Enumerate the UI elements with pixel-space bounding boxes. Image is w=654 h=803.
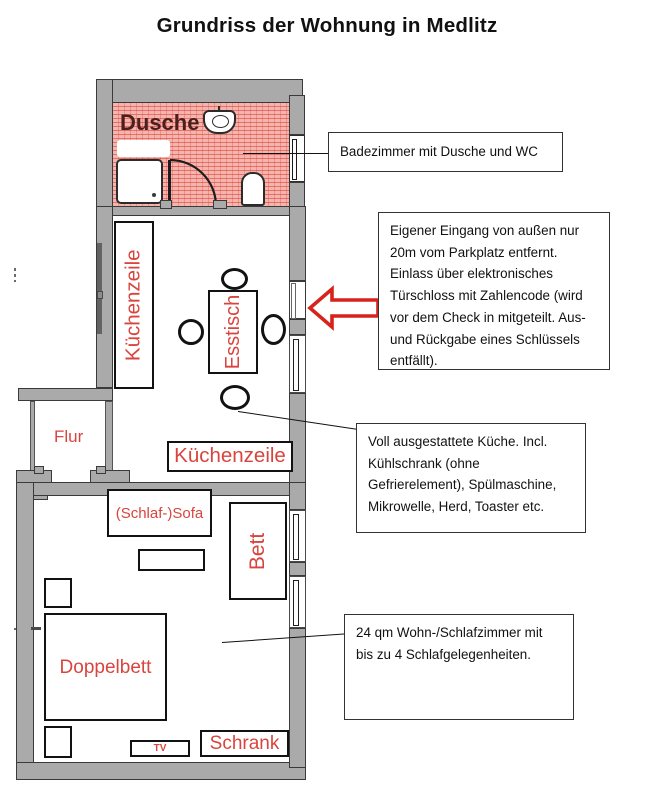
- furniture-nightstand-lower: [44, 726, 72, 758]
- chair-east: [261, 314, 286, 345]
- chair-west: [178, 319, 204, 345]
- furniture-single-bed: Bett: [229, 502, 287, 600]
- wall-kitchen-right-stub: [289, 319, 306, 335]
- furniture-label-bett: Bett: [246, 532, 270, 570]
- callout-entrance-line: Einlass über elektronisches: [390, 266, 554, 282]
- wall-mainroom-left: [16, 482, 34, 780]
- chair-south: [220, 385, 250, 410]
- furniture-dining-table: Esstisch: [208, 290, 258, 374]
- dimension-tick: [14, 280, 16, 282]
- callout-kitchen: Voll ausgestattete Küche. Incl. Kühlschr…: [356, 423, 586, 533]
- bathroom-door-leaf: [168, 160, 171, 206]
- shower-tray: [116, 159, 163, 204]
- furniture-kitchen-counter-horizontal: Küchenzeile: [167, 441, 293, 472]
- furniture-tv-unit: TV: [130, 740, 190, 757]
- leader-line-living: [221, 633, 346, 644]
- callout-entrance: Eigener Eingang von außen nur 20m vom Pa…: [378, 212, 610, 370]
- dimension-tick: [14, 628, 17, 630]
- bathroom-door-swing-arc: [169, 158, 218, 207]
- furniture-label-tv: TV: [153, 742, 167, 754]
- furniture-wardrobe: Schrank: [200, 730, 289, 757]
- callout-entrance-line: entfällt).: [390, 353, 438, 369]
- wall-hallway-door-jamb-right: [96, 466, 106, 474]
- wall-hallway-left: [30, 401, 35, 475]
- page-title: Grundriss der Wohnung in Medlitz: [156, 14, 498, 37]
- callout-bathroom: Badezimmer mit Dusche und WC: [328, 132, 563, 172]
- shower-label-plate: [117, 140, 170, 157]
- callout-kitchen-line: Mikrowelle, Herd, Toaster etc.: [368, 499, 545, 515]
- furniture-label-kuechenzeile-horizontal: Küchenzeile: [174, 444, 286, 468]
- chair-north: [221, 268, 248, 290]
- room-label-flur: Flur: [54, 427, 84, 446]
- furniture-nightstand-upper: [44, 578, 72, 608]
- room-label-dusche: Dusche: [120, 110, 200, 135]
- dimension-tick: [14, 268, 16, 271]
- furniture-sofa-bed: (Schlaf-)Sofa: [107, 489, 212, 537]
- wall-mainroom-right-upper: [289, 482, 306, 510]
- furniture-label-schrank: Schrank: [209, 733, 280, 754]
- furniture-label-doppelbett: Doppelbett: [59, 656, 152, 678]
- callout-living-line: bis zu 4 Schlafgelegenheiten.: [356, 646, 531, 662]
- wall-hallway-door-jamb-left: [34, 466, 44, 474]
- wall-kitchen-right-upper: [289, 206, 306, 281]
- wall-kitchen-right-lower: [289, 393, 306, 487]
- dining-window-glass: [293, 339, 299, 391]
- wall-mainroom-bottom: [16, 762, 306, 780]
- kitchen-left-window: [97, 243, 102, 291]
- wall-bathroom-left: [96, 79, 113, 213]
- callout-living-line: 24 qm Wohn-/Schlafzimmer mit: [356, 625, 543, 640]
- furniture-coffee-table: [138, 549, 205, 571]
- bathroom-window-glass: [292, 139, 297, 180]
- toilet-fixture: [241, 172, 265, 206]
- wall-bathroom-top: [96, 79, 303, 103]
- wall-mark-left: [31, 627, 41, 630]
- callout-entrance-line: Türschloss mit Zahlencode (wird: [390, 288, 583, 304]
- wall-mainroom-right-lower: [289, 628, 306, 768]
- furniture-label-esstisch: Esstisch: [222, 294, 244, 370]
- wall-bathroom-right-upper: [289, 95, 305, 135]
- entrance-arrow-icon: [307, 285, 380, 331]
- furniture-label-sofa: (Schlaf-)Sofa: [115, 504, 204, 522]
- entrance-door-leaf: [291, 283, 296, 319]
- callout-kitchen-line: Voll ausgestattete Küche. Incl.: [368, 434, 548, 449]
- callout-entrance-line: Eigener Eingang von außen nur: [390, 223, 580, 238]
- wall-mainroom-right-pier: [289, 562, 306, 576]
- kitchen-left-window-mullion: [97, 291, 103, 299]
- faucet-icon: [218, 106, 220, 112]
- door-threshold-left: [160, 200, 172, 209]
- callout-living: 24 qm Wohn-/Schlafzimmer mit bis zu 4 Sc…: [344, 614, 574, 720]
- furniture-kitchen-counter-vertical: Küchenzeile: [114, 221, 154, 389]
- bedroom-window-1-glass: [293, 514, 299, 560]
- leader-line-bathroom: [243, 153, 331, 155]
- shower-drain-icon: [152, 193, 156, 197]
- callout-entrance-line: und Rückgabe eines Schlüssels: [390, 331, 580, 347]
- callout-entrance-line: 20m vom Parkplatz entfernt.: [390, 244, 558, 260]
- bedroom-window-2-glass: [293, 580, 299, 626]
- furniture-double-bed: Doppelbett: [44, 613, 167, 721]
- callout-bathroom-text: Badezimmer mit Dusche und WC: [340, 144, 538, 160]
- door-threshold-right: [213, 200, 227, 209]
- wall-hallway-right: [105, 401, 113, 475]
- callout-kitchen-line: Gefrierelement), Spülmaschine,: [368, 477, 557, 493]
- furniture-label-kuechenzeile-vertical: Küchenzeile: [121, 249, 145, 361]
- callout-kitchen-line: Kühlschrank (ohne: [368, 455, 480, 471]
- sink-basin-icon: [212, 115, 229, 128]
- kitchen-left-window-lower: [97, 299, 102, 334]
- callout-entrance-line: vor dem Check in mitgeteilt. Aus-: [390, 309, 586, 325]
- dimension-tick: [14, 274, 16, 277]
- wall-hallway-top: [18, 388, 113, 401]
